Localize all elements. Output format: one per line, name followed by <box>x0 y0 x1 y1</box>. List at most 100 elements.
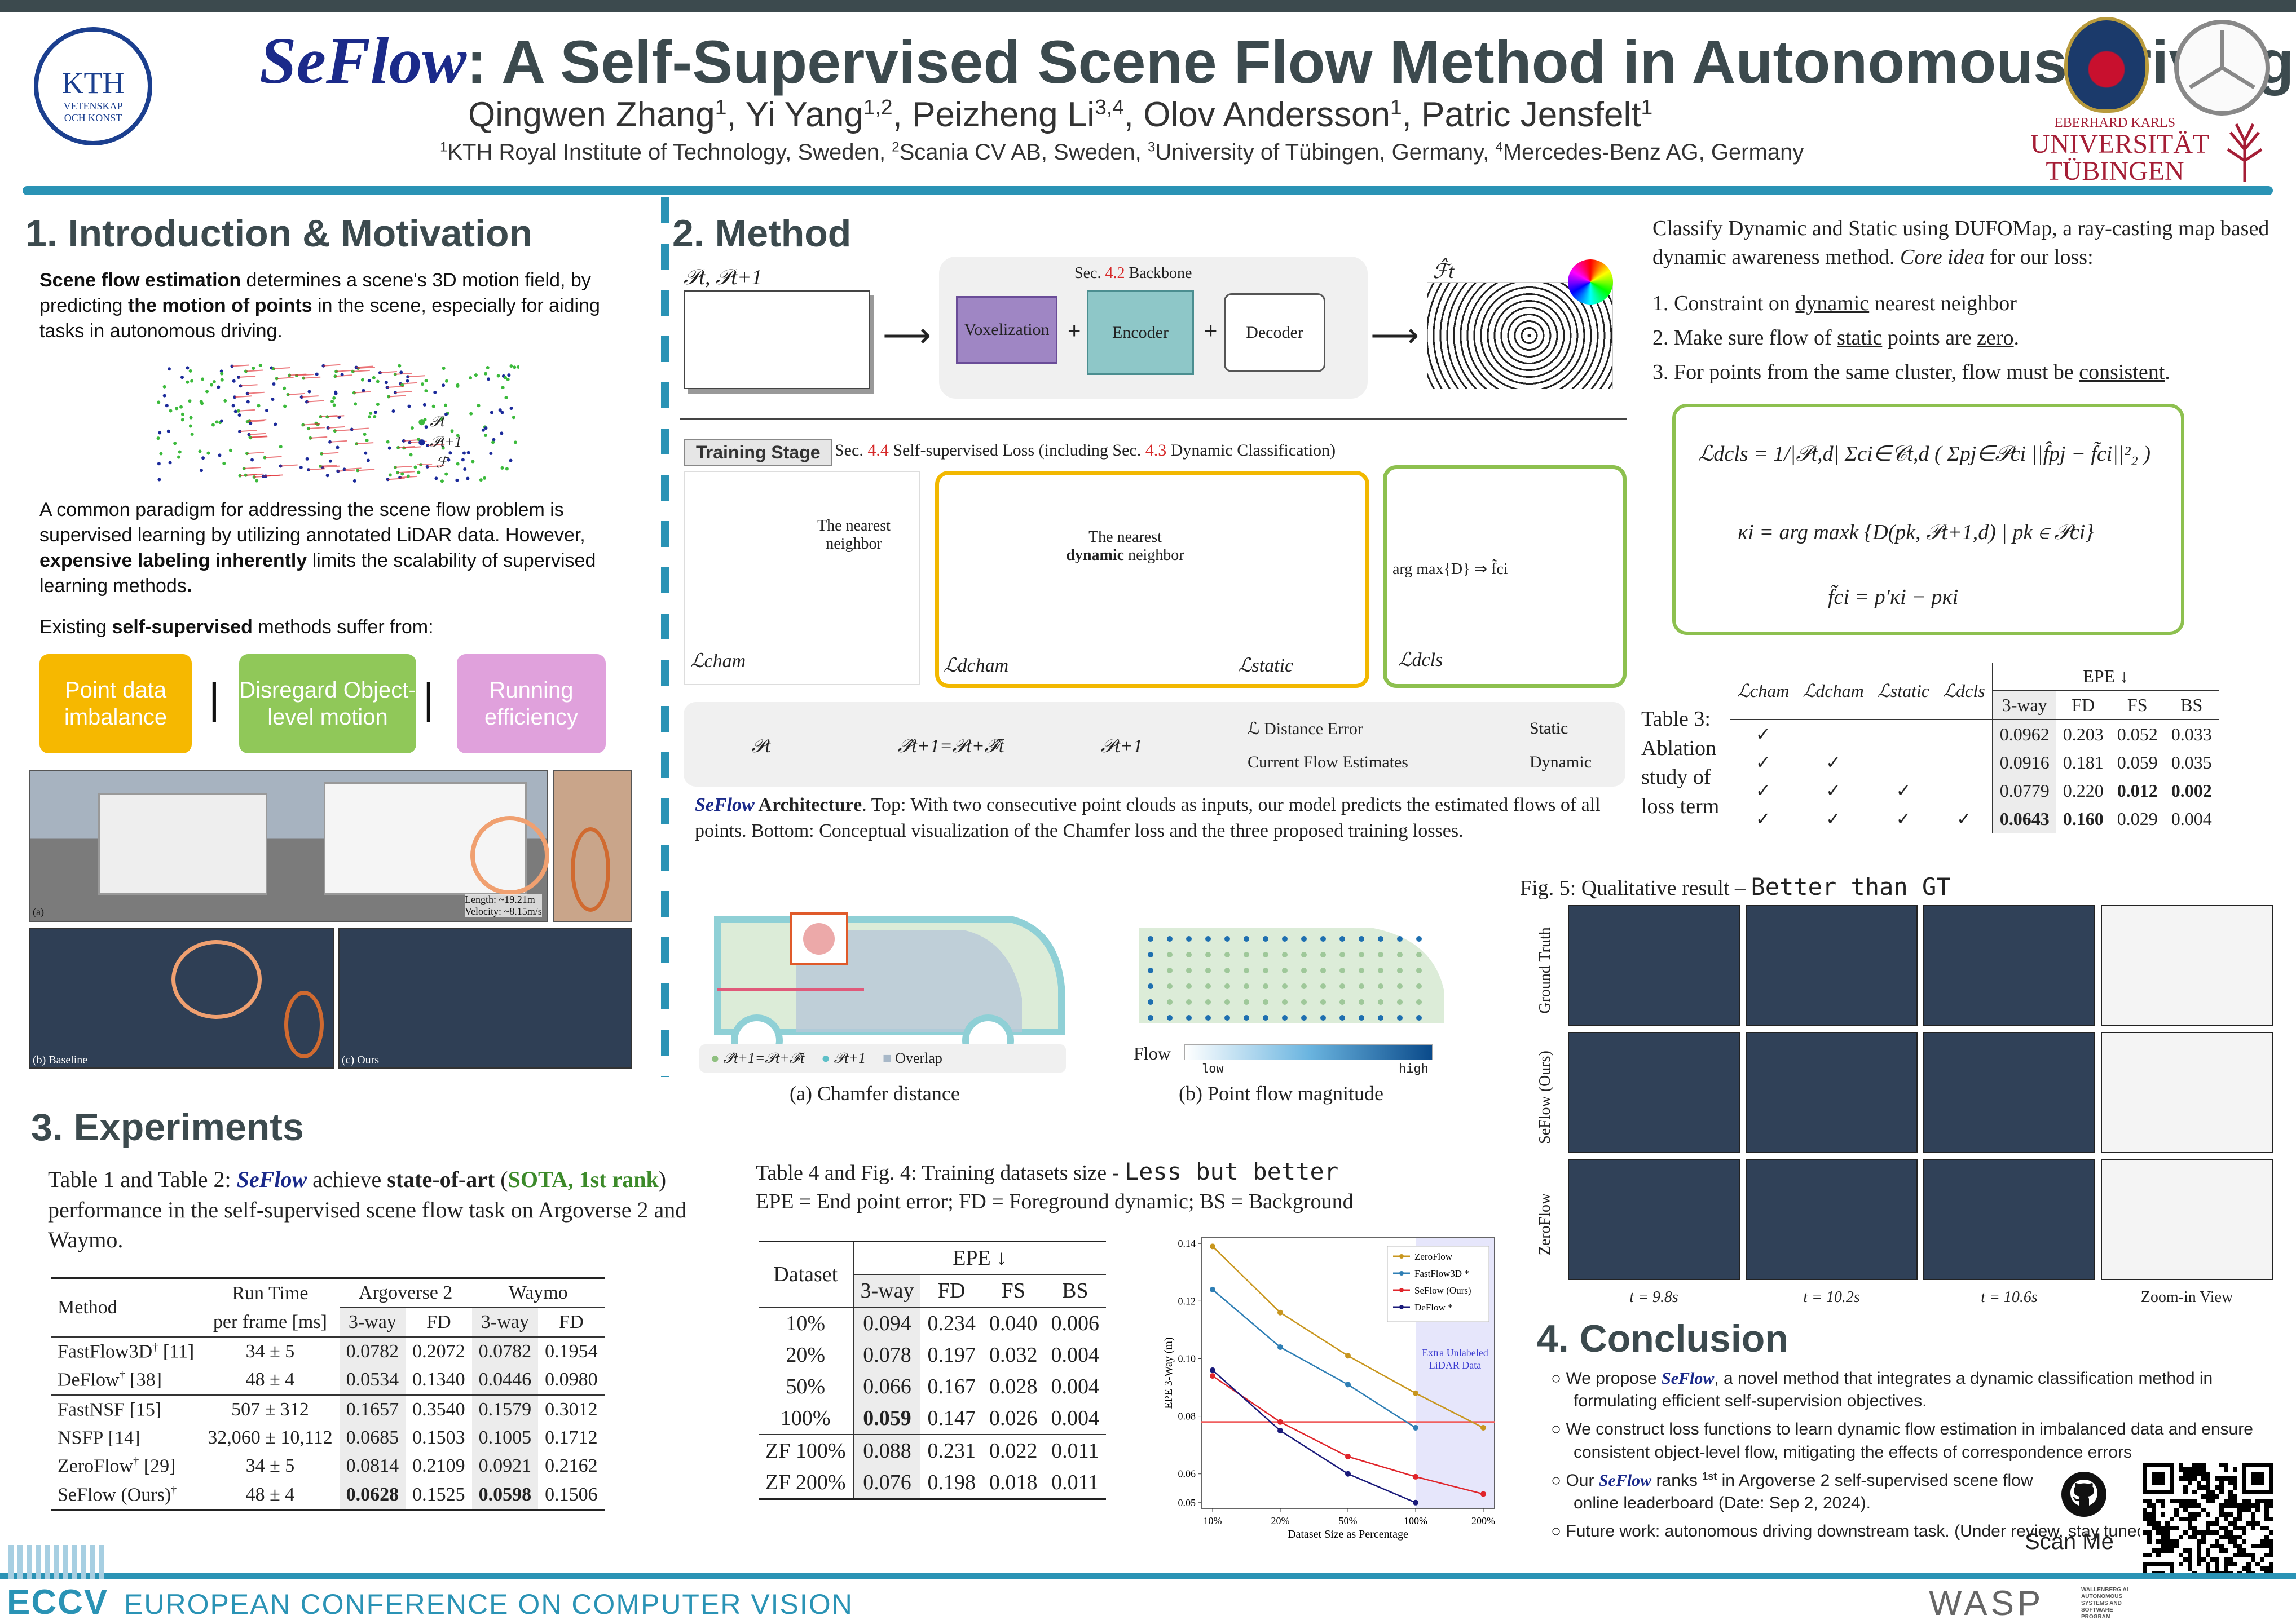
qr-module <box>2210 1557 2215 1562</box>
pc-flow-line <box>354 391 371 394</box>
t3-value: 0.160 <box>2063 808 2104 829</box>
table4-caption: Table 4 and Fig. 4: Training datasets si… <box>756 1156 1489 1216</box>
flow-dot <box>1282 1015 1288 1021</box>
series-line-3 <box>1212 1369 1416 1503</box>
pc-flow-line <box>395 391 412 394</box>
t4-dataset: 10% <box>759 1307 854 1339</box>
qr-module <box>2242 1508 2246 1512</box>
qr-module <box>2188 1499 2192 1503</box>
qr-module <box>2219 1485 2224 1490</box>
pc-flow-line <box>387 385 404 388</box>
t1-value: 0.2109 <box>412 1455 465 1477</box>
qr-finder-core <box>2251 1472 2264 1485</box>
qr-module <box>2188 1476 2192 1481</box>
qr-module <box>2143 1499 2147 1503</box>
qr-module <box>2179 1476 2183 1481</box>
qr-module <box>2228 1557 2233 1562</box>
t4-value: 0.004 <box>1051 1375 1099 1398</box>
pc-point <box>188 399 192 403</box>
t3-h-cham: ℒcham <box>1737 681 1790 701</box>
pc-point <box>255 479 259 483</box>
pc-point <box>426 444 430 448</box>
qr-module <box>2170 1526 2174 1530</box>
pc-point <box>215 420 219 424</box>
pc-flow-line <box>232 364 249 367</box>
dufo-item-post: points are <box>1882 325 1977 350</box>
dufo-item-u2: zero <box>1977 325 2014 350</box>
qr-module <box>2237 1535 2242 1539</box>
pc-flow-line <box>327 415 345 418</box>
pc-flow-line <box>358 366 375 369</box>
t1-h-perframe: per frame [ms] <box>213 1311 327 1332</box>
pc-point <box>399 370 403 374</box>
pc-point <box>350 427 354 431</box>
qr-module <box>2152 1526 2156 1530</box>
pc-point <box>496 374 500 378</box>
pc-point <box>220 378 224 382</box>
arch-text: . Top: With two consecutive point clouds… <box>695 795 1601 841</box>
qr-module <box>2197 1539 2201 1544</box>
pc-point <box>455 478 459 482</box>
pc-flow-line <box>320 414 338 417</box>
colorbar-low: low <box>1201 1062 1224 1076</box>
tree-icon <box>2227 123 2263 182</box>
qr-module <box>2156 1553 2161 1557</box>
affiliation-text: KTH Royal Institute of Technology, Swede… <box>447 140 886 165</box>
qr-module <box>2206 1566 2210 1571</box>
flow-dot <box>1301 999 1307 1005</box>
pc-point <box>180 376 184 379</box>
pc-point <box>231 404 235 408</box>
fig5-cell <box>1746 1159 1918 1280</box>
pc-point <box>186 366 190 370</box>
pc-flow-line <box>404 446 421 449</box>
x-axis-label: Dataset Size as Percentage <box>1288 1528 1408 1541</box>
flow-dot <box>1263 936 1268 942</box>
qr-module <box>2219 1526 2224 1530</box>
footer: ECCV EUROPEAN CONFERENCE ON COMPUTER VIS… <box>0 1545 2296 1624</box>
qr-module <box>2188 1548 2192 1553</box>
conc-post: ranks <box>1651 1471 1703 1490</box>
flow-dot <box>1359 999 1364 1005</box>
qr-module <box>2269 1553 2273 1557</box>
affiliation-text: University of Tübingen, Germany, <box>1155 140 1489 165</box>
legend-label: ZeroFlow <box>1414 1251 1453 1262</box>
flow-dot <box>1339 952 1345 957</box>
pill-separator-2: | <box>423 674 434 722</box>
pc-point <box>307 390 311 394</box>
t3-check: ✓ <box>1936 805 1993 833</box>
conclusion-list: ○ We propose SeFlow, a novel method that… <box>1551 1367 2290 1548</box>
qr-module <box>2269 1503 2273 1508</box>
pc-point <box>228 448 232 452</box>
pc-point <box>328 459 332 463</box>
pc-point <box>167 367 171 371</box>
intro-p2-text1: A common paradigm for addressing the sce… <box>39 499 585 546</box>
pc-point <box>283 404 287 408</box>
footer-skyline <box>8 1545 104 1579</box>
pc-point <box>512 416 515 420</box>
flow-dot <box>1263 1015 1268 1021</box>
loss-num1: 4.4 <box>867 441 889 460</box>
pc-flow-line <box>303 376 321 379</box>
pc-point <box>384 381 388 385</box>
qr-module <box>2228 1490 2233 1494</box>
x-tick-label: 200% <box>1471 1515 1495 1526</box>
qr-module <box>2170 1517 2174 1521</box>
legend-static: Static <box>1530 719 1568 738</box>
qr-module <box>2147 1512 2152 1517</box>
y-tick-label: 0.14 <box>1178 1238 1196 1249</box>
t1-value: 0.2162 <box>545 1455 598 1477</box>
pc-point <box>332 403 336 407</box>
y-axis-label: EPE 3-Way (m) <box>1162 1337 1175 1409</box>
kth-logo-line3: OCH KONST <box>64 112 122 123</box>
pc-point <box>422 403 426 407</box>
qr-module <box>2210 1544 2215 1548</box>
qr-module <box>2179 1467 2183 1472</box>
t3-check: ✓ <box>1755 724 1771 744</box>
qr-module <box>2188 1535 2192 1539</box>
pc-point <box>378 371 382 375</box>
qr-module <box>2179 1517 2183 1521</box>
flow-dot <box>1167 999 1173 1005</box>
y-tick-label: 0.10 <box>1178 1353 1196 1364</box>
